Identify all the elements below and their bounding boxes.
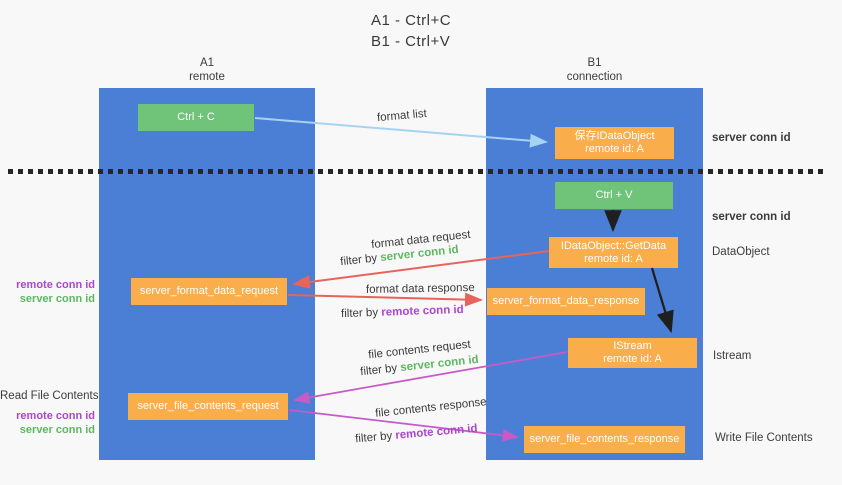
left-column-name: A1 bbox=[199, 57, 215, 69]
title-line-2: B1 - Ctrl+V bbox=[371, 33, 451, 50]
node-istream: IStream remote id: A bbox=[568, 338, 697, 368]
label-file-contents-response: file contents response bbox=[374, 396, 488, 420]
left-label-conn-id-stack-2: remote conn id server conn id bbox=[0, 410, 95, 437]
left-label-read-file-contents: Read File Contents bbox=[0, 390, 99, 402]
remote-conn-id-text: remote conn id bbox=[381, 303, 464, 319]
left-column-header: A1 remote bbox=[99, 57, 315, 84]
arrow-format-data-response bbox=[287, 292, 483, 307]
right-column-header: B1 connection bbox=[486, 57, 703, 84]
node-save-dataobject-line1: 保存IDataObject bbox=[574, 130, 655, 142]
label-format-list: format list bbox=[376, 107, 428, 125]
node-format-request-label: server_format_data_request bbox=[139, 285, 279, 297]
right-column-name: B1 bbox=[587, 57, 602, 69]
node-ctrl-v: Ctrl + V bbox=[555, 182, 673, 209]
label-filter-by-remote-conn-id-2: filter by remote conn id bbox=[355, 423, 478, 446]
node-ctrl-c-label: Ctrl + C bbox=[177, 111, 215, 123]
label-filter-by-remote-conn-id-1: filter by remote conn id bbox=[341, 304, 464, 320]
filter-by-text: filter by bbox=[340, 306, 382, 321]
filter-by-text: filter by bbox=[359, 362, 401, 379]
node-istream-line2: remote id: A bbox=[603, 353, 662, 365]
left-remote-conn-id-1: remote conn id bbox=[16, 279, 95, 291]
title-line-1: A1 - Ctrl+C bbox=[371, 12, 452, 29]
node-server-file-contents-request: server_file_contents_request bbox=[128, 393, 288, 420]
node-file-response-label: server_file_contents_response bbox=[529, 433, 680, 445]
left-column-role: remote bbox=[189, 70, 225, 83]
node-getdata-line2: remote id: A bbox=[584, 252, 643, 265]
node-server-format-data-request: server_format_data_request bbox=[131, 278, 287, 305]
node-file-request-label: server_file_contents_request bbox=[137, 400, 279, 412]
right-label-write-file-contents: Write File Contents bbox=[715, 432, 813, 444]
node-server-format-data-response: server_format_data_response bbox=[487, 288, 645, 315]
filter-by-text: filter by bbox=[339, 252, 381, 269]
left-server-conn-id-1: server conn id bbox=[19, 292, 95, 305]
machine-divider-dotted-line bbox=[8, 169, 826, 174]
page-title: A1 - Ctrl+C B1 - Ctrl+V bbox=[371, 10, 451, 52]
node-save-dataobject: 保存IDataObject remote id: A bbox=[555, 127, 674, 159]
node-server-file-contents-response: server_file_contents_response bbox=[524, 426, 685, 453]
remote-conn-id-text: remote conn id bbox=[394, 422, 478, 442]
node-getdata-line1: IDataObject::GetData bbox=[560, 239, 667, 252]
left-remote-conn-id-2: remote conn id bbox=[16, 410, 95, 422]
right-label-istream: Istream bbox=[713, 350, 752, 362]
filter-by-text: filter by bbox=[354, 429, 396, 446]
node-format-response-label: server_format_data_response bbox=[492, 295, 640, 307]
right-label-dataobject: DataObject bbox=[712, 246, 770, 258]
right-column-role: connection bbox=[566, 70, 623, 83]
left-label-conn-id-stack-1: remote conn id server conn id bbox=[0, 279, 95, 306]
node-istream-line1: IStream bbox=[613, 340, 652, 352]
label-format-data-response: format data response bbox=[365, 282, 475, 296]
node-ctrl-c: Ctrl + C bbox=[138, 104, 254, 131]
right-label-server-conn-id-top: server conn id bbox=[712, 132, 791, 144]
node-ctrl-v-label: Ctrl + V bbox=[595, 189, 633, 201]
right-label-server-conn-id-mid: server conn id bbox=[712, 211, 791, 223]
node-idataobject-getdata: IDataObject::GetData remote id: A bbox=[549, 237, 678, 268]
node-save-dataobject-line2: remote id: A bbox=[585, 143, 644, 155]
left-server-conn-id-2: server conn id bbox=[19, 423, 95, 436]
